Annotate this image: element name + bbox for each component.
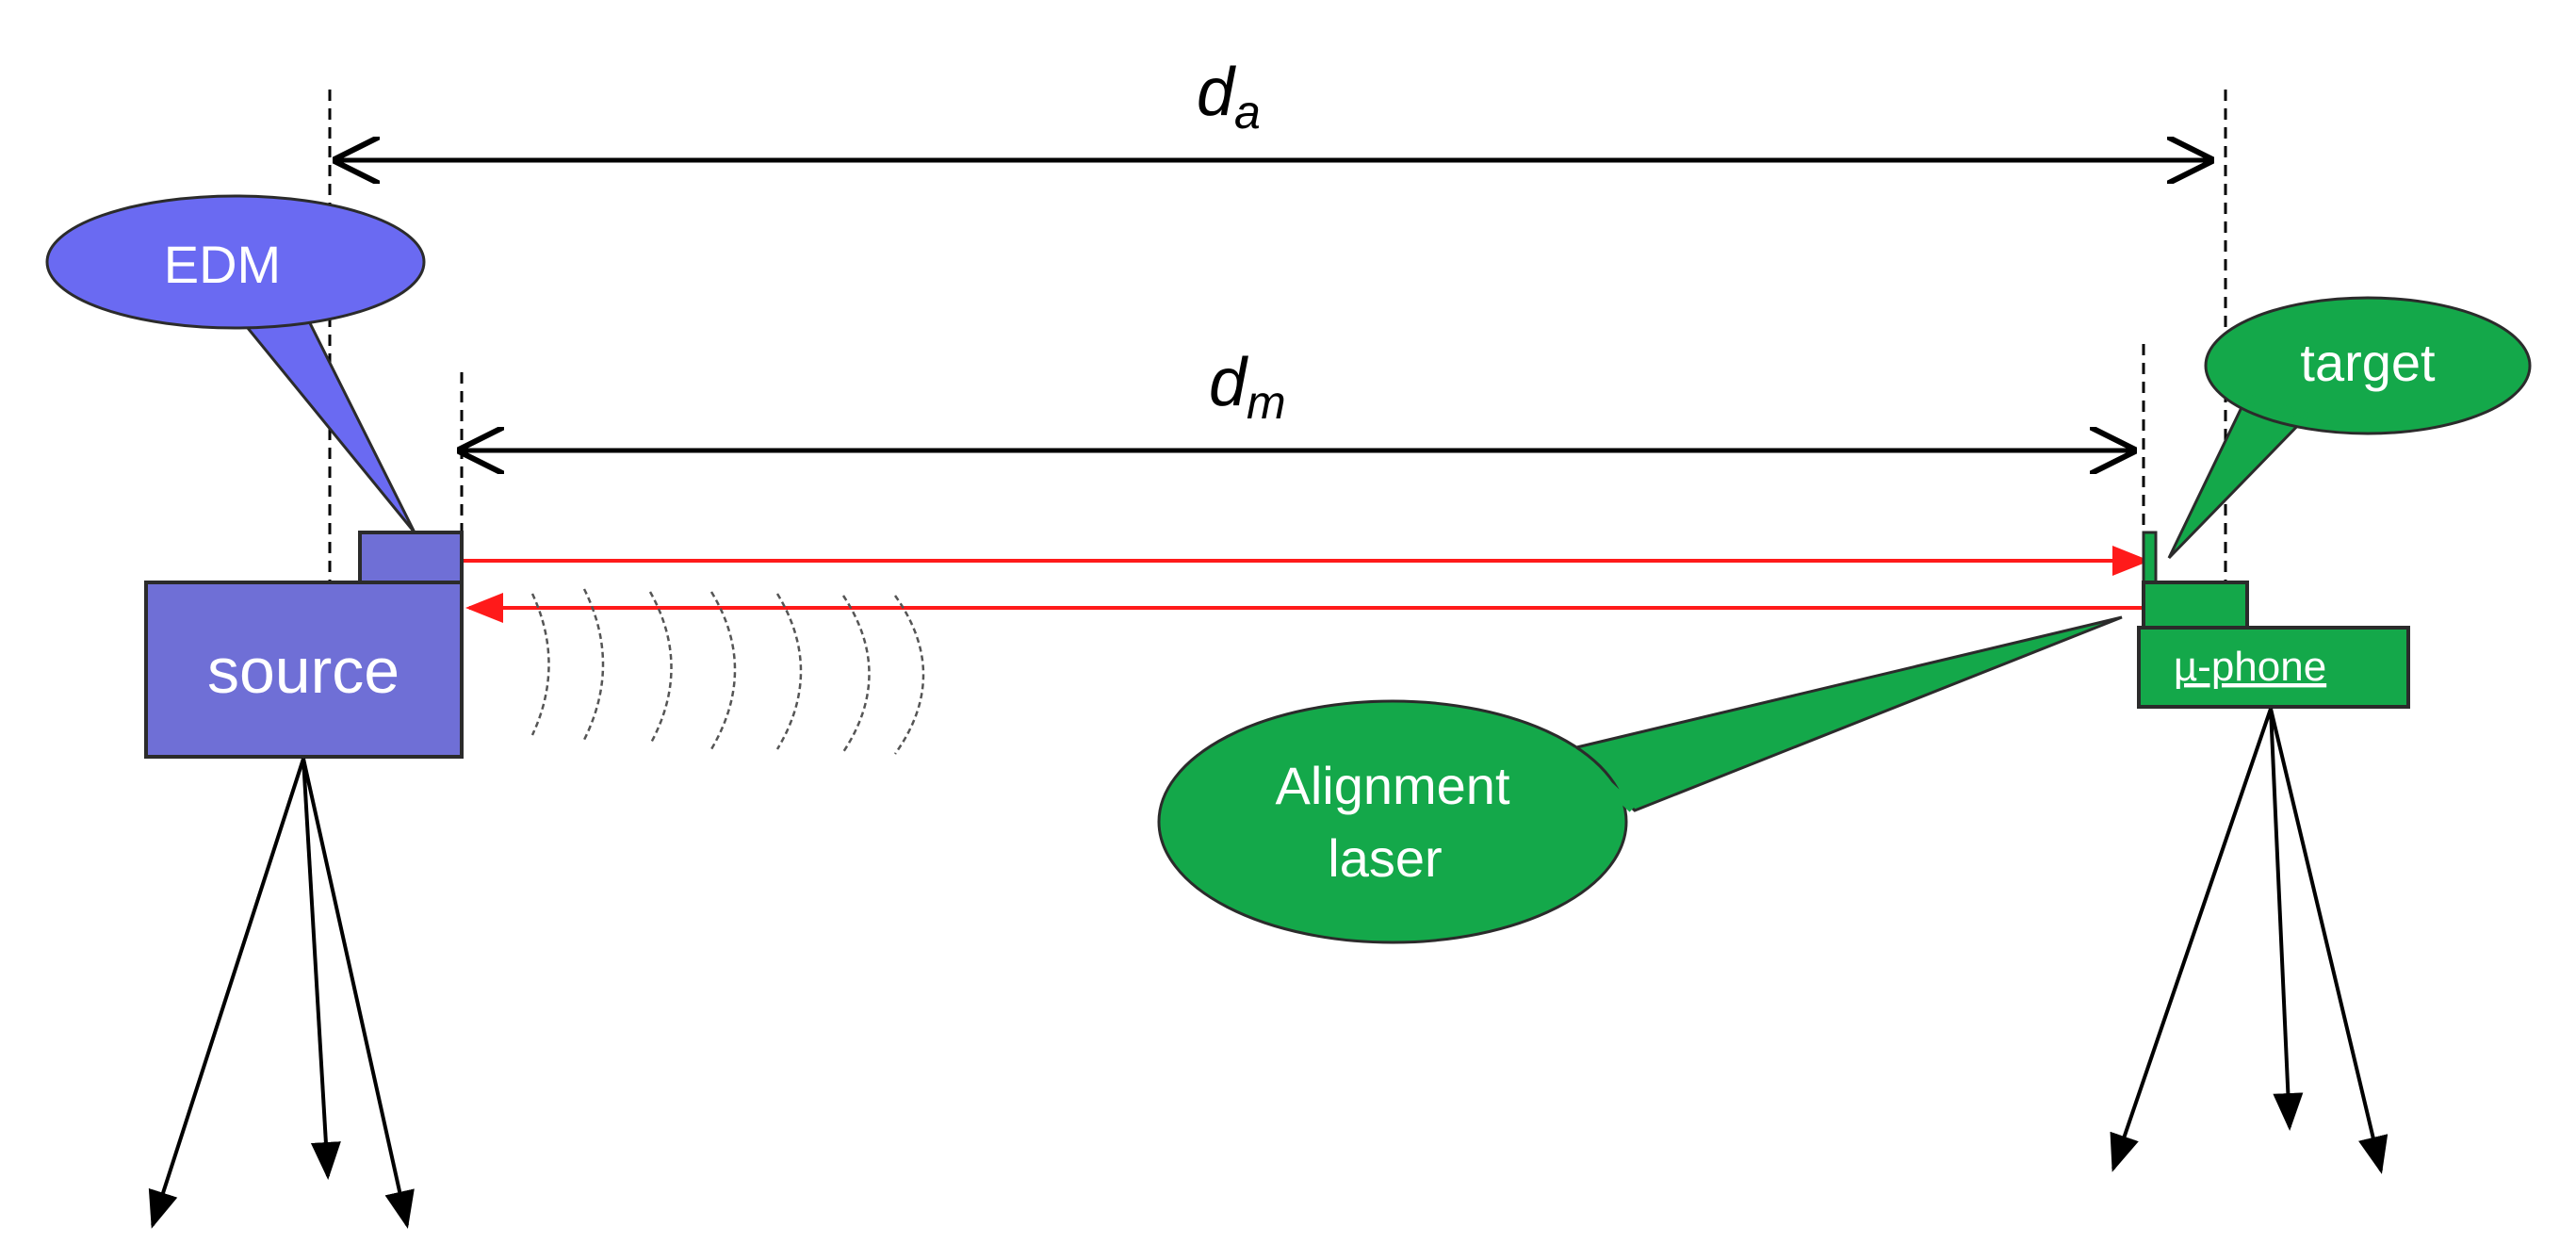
- alignment-laser-callout-bubble: [1157, 699, 1628, 944]
- edm-device-icon: [358, 531, 464, 586]
- microphone-instrument: µ-phone: [2137, 531, 2410, 709]
- alignment-laser-callout: Alignment laser: [1157, 615, 2123, 944]
- microphone-top-box: [2142, 581, 2249, 630]
- edm-callout: EDM: [45, 194, 426, 533]
- svg-text:da: da: [1197, 55, 1261, 139]
- dimension-da-base: d: [1197, 55, 1236, 130]
- dimension-dm-subscript: m: [1247, 376, 1286, 429]
- target-post: [2142, 531, 2158, 586]
- sound-wave-icon: [530, 588, 925, 755]
- svg-text:dm: dm: [1209, 345, 1286, 429]
- alignment-laser-callout-pointer: [1565, 615, 2123, 812]
- dimension-dm: dm: [462, 345, 2132, 450]
- alignment-laser-label-line1: Alignment: [1275, 756, 1509, 815]
- microphone-base-box: [2137, 626, 2410, 709]
- dimension-da-subscript: a: [1234, 86, 1261, 139]
- source-tripod-icon: [148, 758, 415, 1229]
- edm-callout-bubble: [45, 194, 426, 330]
- dimension-da: da: [337, 55, 2209, 160]
- source-label: source: [207, 635, 399, 707]
- microphone-tripod-icon: [2110, 708, 2389, 1174]
- laser-beams: [464, 546, 2150, 623]
- source-box: [144, 581, 464, 759]
- reference-lines: [328, 90, 2227, 650]
- microphone-label: µ-phone: [2174, 644, 2326, 690]
- edm-callout-pointer: [222, 300, 416, 533]
- target-callout-label: target: [2300, 333, 2436, 392]
- dimension-dm-base: d: [1209, 345, 1248, 420]
- alignment-laser-label-line2: laser: [1328, 828, 1442, 888]
- target-callout-bubble: [2204, 296, 2532, 435]
- source-instrument: source: [144, 531, 464, 759]
- edm-callout-label: EDM: [164, 235, 281, 294]
- target-callout: target: [2167, 296, 2532, 560]
